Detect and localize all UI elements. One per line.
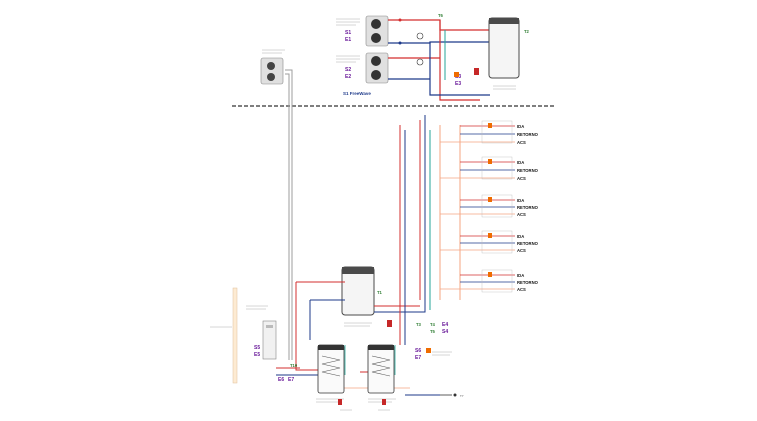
branch2-ida: IDA <box>517 160 524 165</box>
legend-t7: T7 <box>460 394 464 398</box>
outdoor-unit-left <box>260 57 284 85</box>
lower-left-e5: E5 <box>254 352 260 358</box>
branch4-retorno: RETORNO <box>517 241 539 246</box>
sensor-top-t2: T2 <box>524 29 530 34</box>
sensor-t3: T3 <box>416 322 422 327</box>
branch-4 <box>440 230 515 254</box>
branch1-ida: IDA <box>517 124 524 129</box>
sensor-t4: T4 <box>430 322 436 327</box>
indoor-unit <box>262 320 277 360</box>
right-code-s4: S4 <box>442 329 448 335</box>
valve-red-bottom-right <box>382 399 386 405</box>
lower-left-s5: S5 <box>254 345 260 351</box>
dhw-tank-right <box>367 344 395 394</box>
valve-orange-top <box>454 72 459 77</box>
outdoor-unit-1 <box>365 15 389 47</box>
middle-accumulator-tank <box>341 266 375 316</box>
left-rack <box>232 287 238 384</box>
lower-code-e7: E7 <box>288 377 294 383</box>
sensor-mid-t1: T1 <box>377 290 383 295</box>
tank-code-e3: E3 <box>455 81 461 87</box>
valve-red-top <box>474 68 479 75</box>
valve-red-bottom-left <box>338 399 342 405</box>
unit1-code-s: S1 <box>345 30 351 36</box>
branch4-acs: ACS <box>517 248 526 253</box>
sensor-t10: T10 <box>290 363 298 368</box>
dhw-tank-left <box>317 344 345 394</box>
unit2-code-s: S2 <box>345 67 351 73</box>
branch-1 <box>440 120 515 144</box>
branch5-acs: ACS <box>517 287 526 292</box>
right-code-s6: S6 <box>415 348 421 354</box>
branch-3 <box>440 194 515 218</box>
branch3-acs: ACS <box>517 212 526 217</box>
branch5-retorno: RETORNO <box>517 280 539 285</box>
valve-orange-right <box>426 348 431 353</box>
outdoor-unit-2 <box>365 52 389 84</box>
top-accumulator-tank <box>488 17 520 79</box>
branch2-retorno: RETORNO <box>517 168 539 173</box>
branch4-ida: IDA <box>517 234 524 239</box>
sensor-top-t6: T6 <box>438 13 444 18</box>
right-code-e7b: E7 <box>415 355 421 361</box>
branch3-retorno: RETORNO <box>517 205 539 210</box>
branch2-acs: ACS <box>517 176 526 181</box>
branch-2 <box>440 156 515 180</box>
unit1-code-e: E1 <box>345 37 351 43</box>
branch1-acs: ACS <box>517 140 526 145</box>
right-code-e4: E4 <box>442 322 448 328</box>
unit2-code-e: E2 <box>345 74 351 80</box>
lower-code-e6: E6 <box>278 377 284 383</box>
sensor-t5: T5 <box>430 329 436 334</box>
valve-red-mid <box>387 320 392 327</box>
branch5-ida: IDA <box>517 273 524 278</box>
outdoor-group-label: S1 FreeWave <box>343 91 371 96</box>
branch3-ida: IDA <box>517 198 524 203</box>
branch1-retorno: RETORNO <box>517 132 539 137</box>
branch-5 <box>440 269 515 293</box>
outlet-node <box>453 393 457 397</box>
